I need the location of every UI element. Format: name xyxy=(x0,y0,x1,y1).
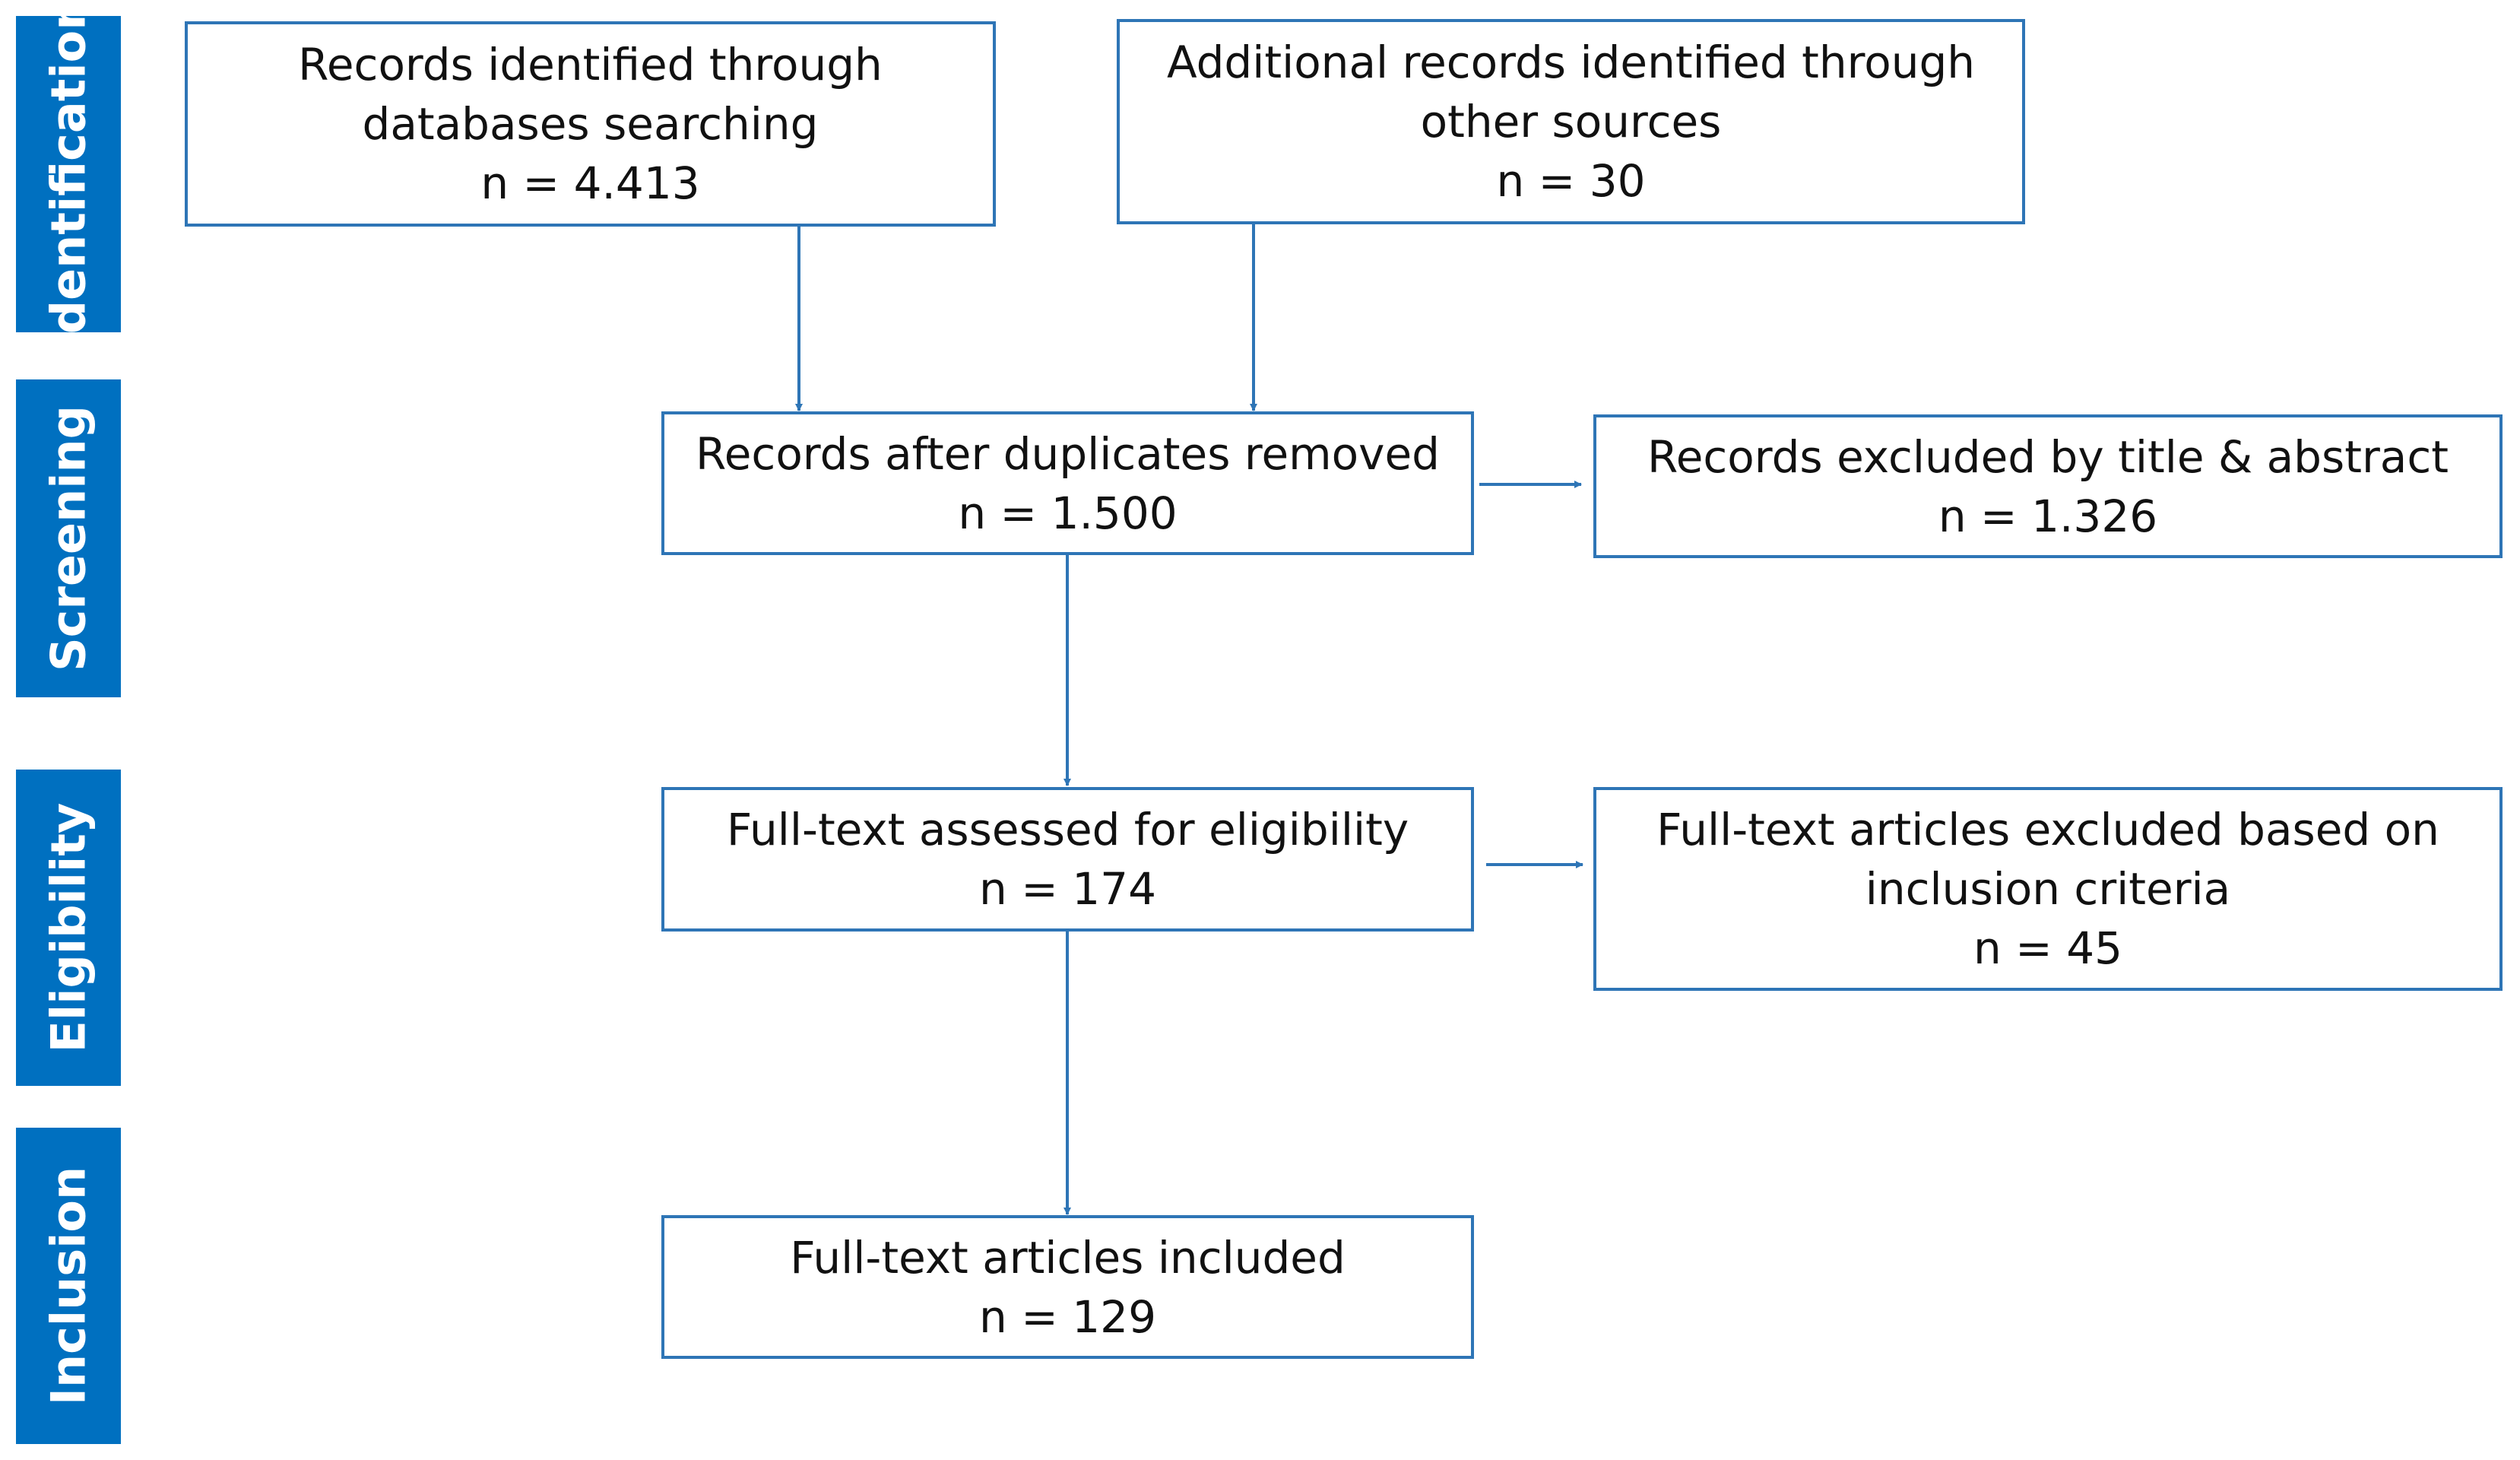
box-databases-count: n = 4.413 xyxy=(480,157,700,209)
box-fulltext-excluded-line1: Full-text articles excluded based on xyxy=(1656,804,2439,855)
box-after-duplicates-count: n = 1.500 xyxy=(958,487,1178,539)
box-fulltext-excluded-line2: inclusion criteria xyxy=(1865,863,2231,915)
box-fulltext-included-count: n = 129 xyxy=(979,1290,1156,1343)
box-fulltext-excluded-count: n = 45 xyxy=(1973,922,2123,974)
box-databases-line2: databases searching xyxy=(362,98,819,150)
box-excluded-title-abstract-line1: Records excluded by title & abstract xyxy=(1647,430,2449,483)
box-other-sources-line2: other sources xyxy=(1420,96,1722,148)
box-other-sources-line1: Additional records identified through xyxy=(1166,36,1976,88)
box-other-sources: Additional records identified through ot… xyxy=(1117,19,2025,224)
stage-screening: Screening xyxy=(16,379,121,697)
stage-eligibility: Eligibility xyxy=(16,770,121,1086)
box-fulltext-excluded: Full-text articles excluded based on inc… xyxy=(1593,787,2503,991)
box-databases-line1: Records identified through xyxy=(298,39,883,90)
box-fulltext-assessed-line1: Full-text assessed for eligibility xyxy=(726,804,1409,855)
box-excluded-title-abstract: Records excluded by title & abstract n =… xyxy=(1593,414,2503,558)
stage-identification: Identification xyxy=(16,0,121,351)
box-fulltext-assessed: Full-text assessed for eligibility n = 1… xyxy=(661,787,1474,932)
box-excluded-title-abstract-count: n = 1.326 xyxy=(1938,490,2158,542)
box-databases-searching: Records identified through databases sea… xyxy=(185,21,996,227)
box-after-duplicates-line1: Records after duplicates removed xyxy=(696,427,1440,480)
box-fulltext-included-line1: Full-text articles included xyxy=(790,1231,1346,1284)
box-after-duplicates: Records after duplicates removed n = 1.5… xyxy=(661,411,1474,555)
box-fulltext-assessed-count: n = 174 xyxy=(979,863,1156,915)
box-other-sources-count: n = 30 xyxy=(1496,155,1646,207)
stage-inclusion: Inclusion xyxy=(16,1128,121,1444)
box-fulltext-included: Full-text articles included n = 129 xyxy=(661,1215,1474,1359)
